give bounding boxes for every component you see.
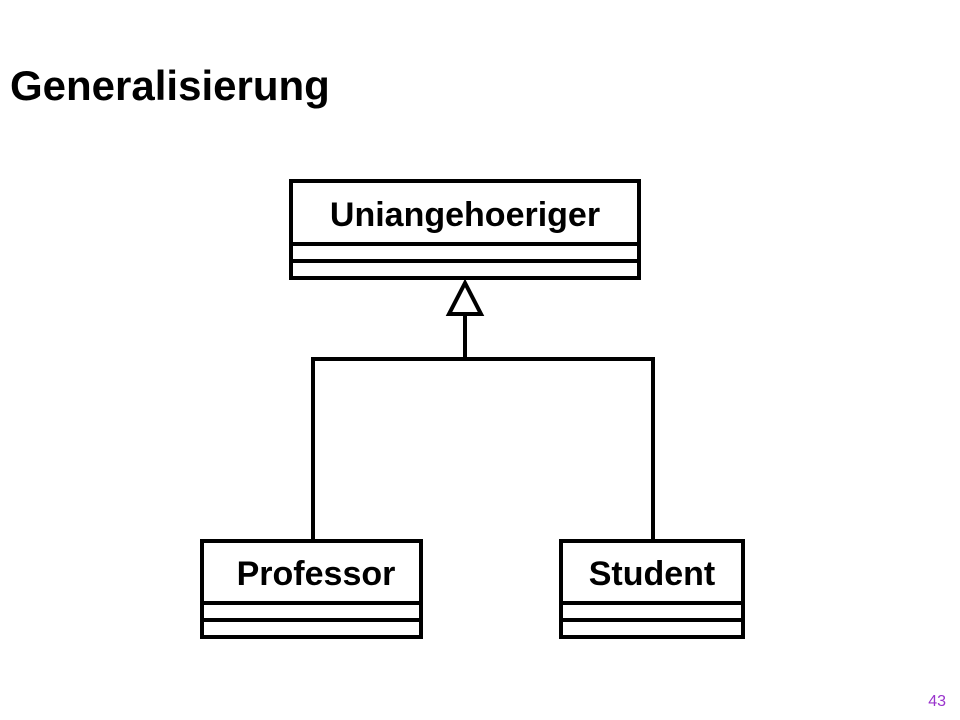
class-box-professor: Professor <box>200 539 423 639</box>
generalization-arrowhead <box>445 278 485 316</box>
slide-title: Generalisierung <box>10 62 330 109</box>
class-name-uniangehoeriger: Uniangehoeriger <box>330 196 600 234</box>
class-name-professor: Professor <box>237 555 396 593</box>
class-box-uniangehoeriger: Uniangehoeriger <box>289 179 641 280</box>
class-name-student: Student <box>589 555 716 593</box>
page-number: 43 <box>928 693 946 710</box>
generalization-connectors <box>311 314 655 541</box>
class-box-student: Student <box>559 539 745 639</box>
